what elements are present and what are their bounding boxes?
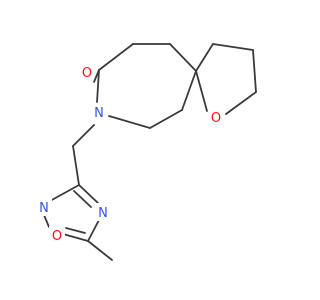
ring-oxygen-label: O	[211, 111, 221, 126]
oxadiazole-nitrogen-left-label: N	[39, 201, 49, 216]
oxadiazole-oxygen-label: O	[52, 229, 62, 244]
bond-c5-to-n	[108, 115, 151, 129]
label-bg-lactam-nitrogen	[91, 103, 107, 121]
lactam-nitrogen-label: N	[94, 106, 104, 121]
label-bg-carbonyl-oxygen	[80, 64, 94, 80]
bond-c3-to-n4	[78, 184, 99, 204]
bond-carbonyl-to-c8	[98, 43, 134, 71]
bond-c5-to-o1	[62, 233, 89, 242]
bonds	[43, 43, 257, 261]
bond-c6-to-c5	[149, 109, 183, 129]
oxadiazole-nitrogen-right-label: N	[98, 206, 108, 221]
label-bg-ring-oxygen	[208, 108, 224, 126]
background	[0, 0, 300, 300]
bond-spiro-to-c2	[195, 43, 214, 72]
label-bg-oxadiazole-nitrogen-right	[95, 203, 111, 221]
bond-o1-to-n2	[43, 214, 50, 228]
label-bg-oxadiazole-oxygen	[49, 226, 65, 244]
bond-c2-to-c3	[212, 43, 254, 51]
bond-o-to-spiro	[195, 70, 208, 112]
bond-spiro-to-c6	[181, 70, 197, 111]
bond-c9-to-spiro	[169, 43, 197, 72]
label-bg-oxadiazole-nitrogen-left	[36, 198, 52, 216]
bond-n2-to-c3	[49, 184, 80, 202]
bond-carbonyl-double-1	[93, 69, 100, 83]
bond-n-to-ch2	[72, 124, 95, 147]
bond-c3-to-n4-double	[73, 190, 92, 208]
carbonyl-oxygen-label: O	[82, 66, 92, 81]
bond-n4-to-c5	[87, 219, 100, 242]
bond-n-to-carbonyl	[96, 69, 100, 103]
bond-c5-to-methyl	[87, 240, 113, 261]
atom-labels: O N O N N O	[36, 64, 224, 244]
bond-c5-o1-double	[65, 227, 86, 234]
bond-c3-to-c4	[252, 49, 257, 93]
molecule-structure-diagram: O N O N N O	[0, 0, 300, 300]
bond-c4-to-o	[225, 91, 257, 115]
bond-ch2-to-c3-oxadiazole	[72, 145, 80, 186]
